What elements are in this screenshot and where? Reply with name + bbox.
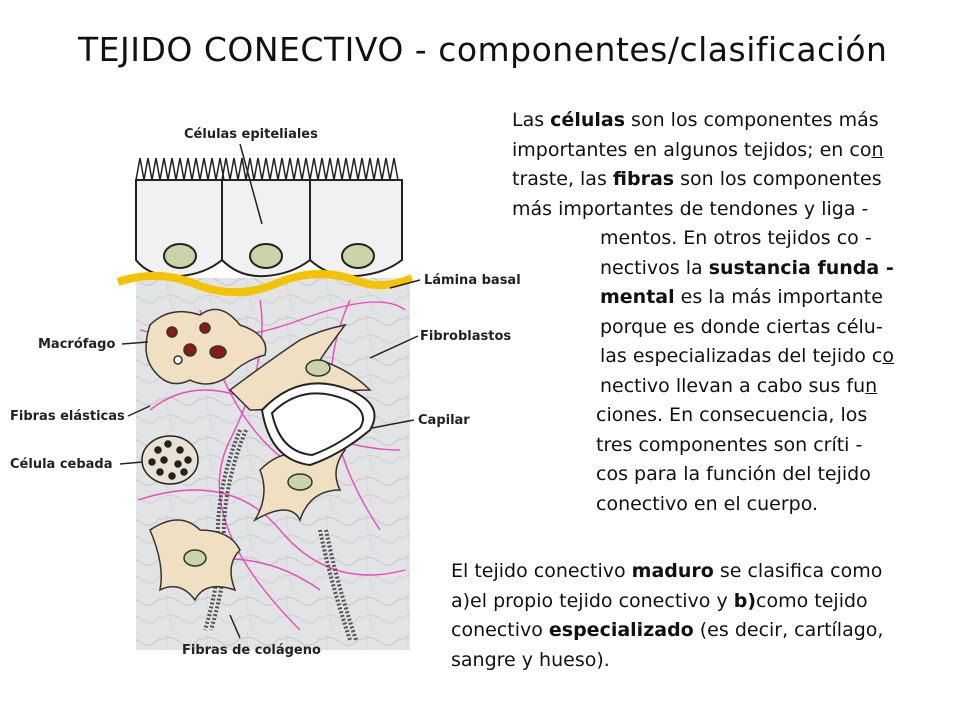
text-run: a)el propio tejido conectivo y — [451, 589, 734, 612]
text-line: conectivo en el cuerpo. — [596, 492, 819, 515]
collagen-fibers — [203, 429, 358, 641]
text-line: mentos. En otros tejidos co - — [600, 227, 872, 249]
text-line: porque es donde ciertas célu- — [600, 315, 883, 338]
keyword-cells: células — [550, 109, 626, 131]
nucleus — [341, 243, 375, 269]
text-line: traste, las fibras son los componentes — [512, 165, 894, 195]
text-line: a)el propio tejido conectivo y b)como te… — [451, 587, 883, 617]
epithelial-cells — [135, 157, 403, 278]
text-line: mental es la más importante — [512, 283, 894, 313]
text-run: es la más importante — [674, 286, 883, 308]
text-line: cos para la función del tejido — [596, 463, 871, 485]
nucleus — [163, 243, 197, 269]
label-fibroblasts: Fibroblastos — [420, 329, 511, 344]
keyword-ground-substance: mental — [600, 286, 675, 308]
text-run: (es decir, cartílago, — [693, 619, 884, 641]
text-run: El tejido conectivo — [451, 560, 632, 582]
keyword-fibers: fibras — [612, 168, 675, 190]
keyword-b: b) — [733, 589, 757, 612]
text-run: las especializadas del tejido c — [600, 345, 883, 367]
keyword-specialized: especializado — [548, 619, 694, 641]
label-capillary: Capilar — [418, 413, 470, 428]
text-run: son los componentes más — [625, 109, 879, 131]
text-line: tres componentes son críti - — [596, 433, 863, 456]
text-line: conectivo especializado (es decir, cartí… — [451, 616, 883, 646]
nucleus — [249, 243, 283, 269]
text-run: n — [865, 374, 878, 397]
capillary — [260, 382, 376, 467]
label-elastic-fibers: Fibras elásticas — [10, 409, 125, 424]
text-run: como tejido — [756, 589, 868, 612]
text-line: las especializadas del tejido co — [512, 342, 894, 372]
label-basal-lamina: Lámina basal — [424, 273, 521, 288]
label-macrophage: Macrófago — [38, 337, 115, 352]
text-line: Las células son los componentes más — [512, 106, 894, 136]
tissue-diagram: Células epiteliales Lámina basal Macrófa… — [10, 127, 521, 658]
mast-cell — [141, 435, 199, 485]
text-run: nectivo llevan a cabo sus fu — [600, 374, 866, 397]
label-collagen-fibers: Fibras de colágeno — [182, 643, 321, 658]
text-line: más importantes de tendones y liga - — [512, 197, 869, 220]
text-line: ciones. En consecuencia, los — [596, 404, 868, 426]
label-mast-cell: Célula cebada — [10, 457, 113, 472]
paragraph-components: Las células son los componentes más impo… — [512, 106, 894, 519]
basal-lamina — [116, 270, 414, 297]
paragraph-classification: El tejido conectivo maduro se clasifica … — [451, 557, 883, 675]
text-run: nectivos la — [600, 256, 709, 279]
text-line: nectivo llevan a cabo sus fun — [512, 372, 894, 402]
keyword-mature: maduro — [631, 560, 714, 582]
text-run: son los componentes — [674, 168, 882, 190]
text-run: n — [871, 138, 884, 161]
connective-tissue-illustration: Células epiteliales Lámina basal Macrófa… — [0, 110, 530, 670]
text-run: se clasifica como — [713, 560, 883, 582]
text-run: conectivo — [451, 619, 549, 641]
text-line: El tejido conectivo maduro se clasifica … — [451, 557, 883, 587]
text-line: importantes en algunos tejidos; en con — [512, 136, 894, 166]
keyword-ground-substance: sustancia funda - — [708, 256, 894, 279]
page-title: TEJIDO CONECTIVO - componentes/clasifica… — [78, 30, 888, 69]
label-epithelial-cells: Células epiteliales — [184, 127, 318, 142]
text-run: o — [882, 345, 894, 367]
macrophage — [145, 308, 267, 385]
text-run: Las — [512, 109, 551, 131]
text-run: traste, las — [512, 168, 613, 190]
text-line: nectivos la sustancia funda - — [512, 254, 894, 284]
text-run: importantes en algunos tejidos; en co — [512, 138, 872, 161]
text-line: sangre y hueso). — [451, 648, 610, 671]
label-pointers — [119, 143, 421, 639]
